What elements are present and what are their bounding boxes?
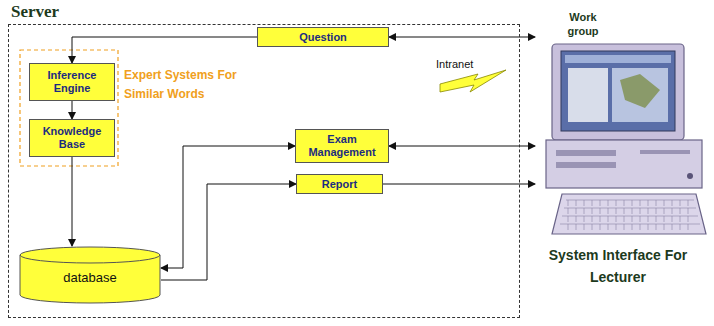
- process-box: Knowledge Base: [29, 119, 115, 157]
- group-caption: Expert Systems For Similar Words: [124, 66, 254, 104]
- lightning-bolt: [440, 70, 506, 92]
- computer-illustration: [546, 44, 706, 234]
- connector-arrow: [72, 157, 73, 246]
- box-label: Report: [319, 178, 360, 191]
- process-box: Inference Engine: [29, 63, 115, 101]
- connector-arrow: [72, 37, 257, 63]
- interface-caption: System Interface For Lecturer: [543, 244, 693, 288]
- box-label: Exam Management: [296, 133, 388, 159]
- connector-arrow: [161, 184, 296, 280]
- box-label: Question: [296, 31, 350, 44]
- connector-arrow: [389, 37, 535, 38]
- database-cylinder: database: [19, 246, 161, 304]
- connector-arrow: [383, 184, 535, 185]
- process-box: Question: [257, 27, 389, 47]
- network-label: Intranet: [436, 58, 473, 70]
- connector-arrow: [161, 146, 295, 268]
- box-label: Inference Engine: [30, 69, 114, 95]
- connector-arrow: [389, 146, 535, 147]
- process-box: Report: [296, 174, 383, 194]
- connector-arrow: [72, 101, 73, 119]
- expert-system-outline: [20, 50, 118, 166]
- workgroup-label: Work group: [557, 10, 609, 38]
- server-title: Server: [11, 2, 59, 22]
- box-label: Knowledge Base: [30, 125, 114, 151]
- process-box: Exam Management: [295, 129, 389, 163]
- database-label: database: [19, 270, 161, 285]
- computer-terminal: Work groupSystem Interface For Lecturer: [535, 4, 710, 304]
